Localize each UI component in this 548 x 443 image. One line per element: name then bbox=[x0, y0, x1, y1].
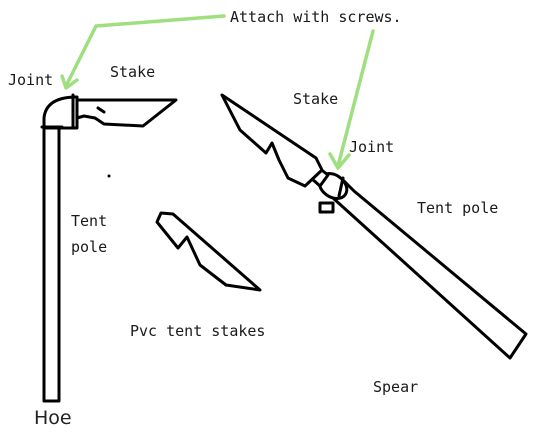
spear-label: Spear bbox=[373, 378, 419, 396]
tent-pole-label-left-line2: pole bbox=[71, 238, 108, 256]
hoe-screw bbox=[96, 106, 106, 114]
spear-tool bbox=[220, 93, 528, 360]
attach-arrows bbox=[60, 14, 375, 170]
tent-pole-label-right: Tent pole bbox=[417, 199, 499, 217]
hoe-tool bbox=[40, 93, 178, 403]
tent-pole-label-left-line1: Tent bbox=[71, 212, 108, 230]
hoe-tent-pole bbox=[42, 124, 61, 403]
attach-arrow-right-head bbox=[328, 152, 351, 170]
hoe-joint bbox=[42, 95, 79, 130]
attach-arrow-left bbox=[64, 14, 226, 88]
stake-label-left: Stake bbox=[110, 63, 156, 81]
attach-arrow-right bbox=[336, 29, 375, 168]
stake-label-right: Stake bbox=[293, 90, 339, 108]
attach-with-screws-label: Attach with screws. bbox=[230, 8, 402, 26]
spear-stake bbox=[220, 93, 324, 188]
spear-screw bbox=[318, 201, 335, 214]
joint-label-right: Joint bbox=[349, 138, 395, 156]
pvc-tent-stakes-label: Pvc tent stakes bbox=[130, 322, 266, 340]
attach-arrow-left-head bbox=[60, 74, 79, 90]
pvc-tent-stake bbox=[155, 211, 262, 292]
spear-joint-seam bbox=[337, 176, 345, 198]
hoe-stake bbox=[75, 98, 178, 128]
hoe-dot bbox=[107, 174, 111, 178]
hoe-label: Hoe bbox=[34, 407, 72, 429]
joint-label-left: Joint bbox=[8, 71, 54, 89]
